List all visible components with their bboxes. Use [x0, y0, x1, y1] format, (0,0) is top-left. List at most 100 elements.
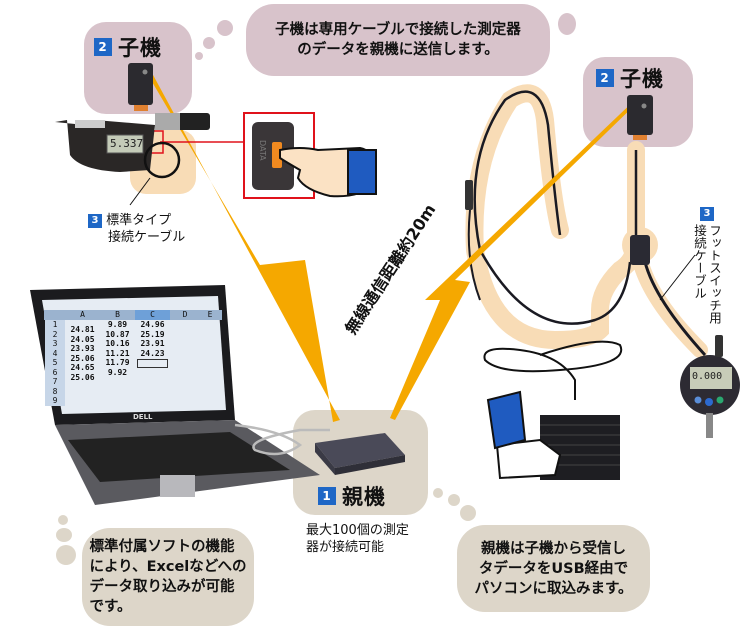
bubble-dot [217, 20, 233, 36]
badge: 1 [318, 487, 336, 505]
indicator-cable [643, 261, 707, 357]
data-button-label: DATA [258, 140, 267, 161]
micrometer-frame [55, 120, 155, 172]
column-header: D [182, 310, 188, 319]
label-line: フットスイッチ用 [707, 224, 722, 324]
footswitch-cable-highlight [465, 84, 645, 350]
row-number: 4 [52, 348, 58, 358]
cell: 24.65 [70, 363, 95, 372]
footswitch-cord [483, 340, 623, 400]
bubble-line: 子機は専用ケーブルで接続した測定器 [275, 22, 521, 38]
cell: 25.19 [140, 329, 165, 339]
label-line: 接続ケーブル [108, 230, 186, 245]
laptop-screen [42, 296, 226, 414]
child-unit-label: 子機 [620, 67, 664, 91]
bubble-dot [448, 494, 460, 506]
row-number: 2 [52, 329, 58, 339]
column-headers: A B C D E [45, 310, 221, 320]
cell: 9.92 [107, 367, 128, 377]
parent-unit-label: 親機 [342, 485, 386, 509]
bubble-dot [195, 52, 203, 60]
touchpad [160, 475, 195, 497]
foot-shoe [495, 438, 562, 480]
badge: 3 [88, 213, 102, 228]
data-button [272, 142, 282, 168]
badge: 2 [94, 38, 112, 56]
bubble-dot [56, 528, 72, 542]
indicator-readout: 0.000 [692, 371, 723, 382]
bubble-line: データ取り込みが可能 [89, 579, 235, 595]
cell: 25.06 [70, 372, 95, 382]
row-number: 6 [52, 367, 58, 377]
bubble-dot [433, 488, 443, 498]
child-unit-right-device [627, 95, 653, 135]
column-header: E [207, 310, 213, 319]
column-header: B [115, 310, 120, 319]
parent-unit-device [315, 433, 405, 468]
usb-cable [234, 423, 330, 456]
bubble-dot [558, 13, 576, 35]
column-header: A [80, 310, 85, 319]
cable-splitter [630, 235, 650, 265]
bubble-dot [203, 37, 215, 49]
bubble-line: です。 [89, 599, 132, 615]
row-numbers: 1 2 3 4 5 6 7 8 9 [45, 320, 65, 406]
cell: 23.93 [70, 344, 95, 353]
selected-cell[interactable] [137, 359, 168, 368]
micrometer-readout: 5.337 [110, 137, 144, 150]
badge: 2 [596, 69, 614, 87]
cell: 24.05 [70, 334, 95, 344]
note-line: 最大100個の測定 [306, 523, 409, 538]
cell: 24.81 [70, 325, 95, 334]
bubble-line: 標準付属ソフトの機能 [89, 539, 235, 555]
row-number: 3 [52, 339, 58, 348]
column-a: 24.81 24.05 23.93 25.06 24.65 25.06 [65, 320, 100, 406]
note-line: 器が接続可能 [306, 540, 385, 555]
bubble-line: により、Excelなどへの [89, 559, 247, 575]
child-unit-right-title: 2 子機 [596, 63, 664, 93]
cell: 10.87 [105, 329, 130, 339]
label-line: 標準タイプ [106, 213, 172, 228]
bubble-dot [58, 515, 68, 525]
badge: 3 [700, 206, 714, 221]
laptop-brand: DELL [133, 413, 153, 421]
label-line: 接続ケーブル [692, 224, 707, 299]
sleeve [347, 149, 377, 195]
row-number: 5 [52, 358, 58, 367]
top-info-bubble: 子機は専用ケーブルで接続した測定器のデータを親機に送信します。 [246, 4, 550, 76]
bubble-line: タデータをUSB経由で [478, 560, 629, 577]
bubble-line: のデータを親機に送信します。 [297, 42, 499, 58]
indicator-stem [706, 413, 713, 438]
column-c: 24.96 25.19 23.91 24.23 [135, 320, 170, 406]
standard-cable-loop [143, 141, 181, 179]
child-unit-left-device [128, 63, 153, 105]
cell: 25.06 [70, 353, 95, 363]
column-header: C [135, 310, 170, 320]
spreadsheet: A B C D E 1 2 3 4 5 6 7 8 9 24.81 24.05 … [45, 310, 221, 406]
cell: 24.23 [140, 348, 165, 358]
cell: 11.21 [105, 348, 130, 358]
footswitch-cable-leader [659, 254, 696, 301]
row-number: 1 [52, 320, 58, 329]
bubble-line: 親機は子機から受信し [481, 540, 626, 557]
micrometer-display [106, 134, 144, 154]
child-unit-label: 子機 [118, 36, 162, 60]
bubble-line: パソコンに取込みます。 [474, 580, 633, 597]
column-b: 9.89 10.87 10.16 11.21 11.79 9.92 [100, 320, 135, 406]
row-number: 9 [52, 396, 58, 405]
foot-leg [486, 390, 527, 450]
software-info-bubble: 標準付属ソフトの機能により、Excelなどへのデータ取り込みが可能です。 [82, 528, 254, 626]
cell: 9.89 [107, 320, 128, 329]
parent-unit-note: 最大100個の測定 器が接続可能 [306, 522, 409, 556]
row-number: 7 [52, 377, 58, 386]
cell: 24.96 [140, 320, 165, 329]
standard-cable-leader [129, 177, 151, 206]
cell: 23.91 [140, 339, 165, 348]
plug [465, 180, 473, 210]
child-unit-left-title: 2 子機 [94, 32, 162, 62]
parent-info-bubble: 親機は子機から受信しタデータをUSB経由でパソコンに取込みます。 [457, 525, 650, 612]
footswitch-cable-label: 3 フットスイッチ用 接続ケーブル [692, 203, 722, 324]
standard-cable-label: 3 標準タイプ 接続ケーブル [88, 212, 185, 246]
bubble-dot [56, 545, 76, 565]
